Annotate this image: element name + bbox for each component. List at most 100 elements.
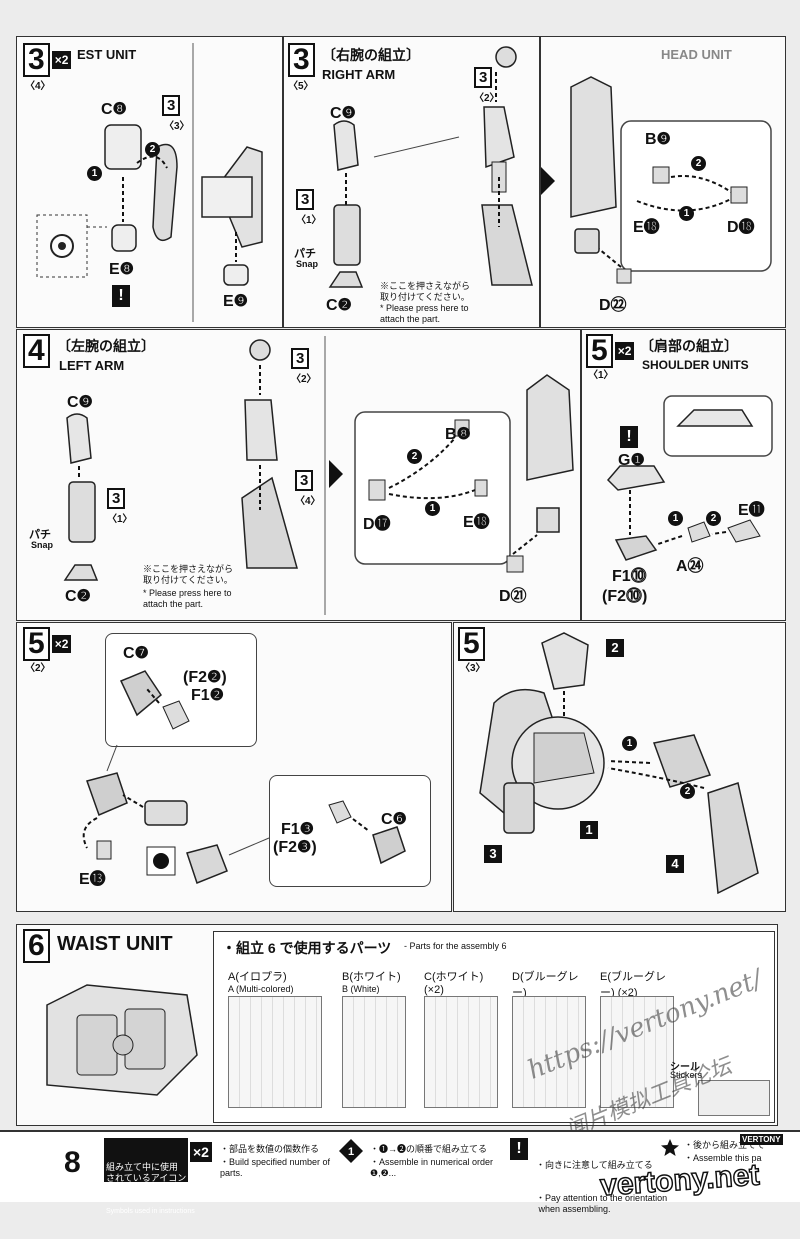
runner-sheet-name-en: B (White) <box>342 984 380 994</box>
parts-list-box: ・組立 6 で使用するパーツ - Parts for the assembly … <box>213 931 775 1123</box>
legend-text: ・部品を数値の個数作る ・Build specified number of p… <box>220 1142 340 1178</box>
runner-sheet: C(ホワイト) (×2)C (White) <box>424 968 504 1116</box>
runner-sheet-image <box>342 996 406 1108</box>
step-3-right-arm: 3 〈5〉 〔右腕の組立〕 RIGHT ARM C❾ 3 〈2〉 3 〈1〉 パ… <box>283 36 540 328</box>
substep-label: 〈3〉 <box>460 663 486 674</box>
order-arrow-2: 2 <box>691 155 706 173</box>
substep-label: 〈5〉 <box>288 81 314 92</box>
subpanel-illustration <box>82 670 406 884</box>
order-badge: 2 <box>691 156 706 172</box>
runner-sheet-name-jp: C(ホワイト) (×2) <box>424 971 484 996</box>
section-title-en: WAIST UNIT <box>57 933 173 955</box>
step-6-waist-unit: 6 WAIST UNIT ・組立 6 で使用するパーツ - Parts for … <box>16 924 778 1126</box>
part-label-g1: G❶ <box>618 452 645 469</box>
part-label-a24: A㉔ <box>676 558 704 575</box>
part-label-e11: E⓫ <box>738 502 765 519</box>
step-ref-sub: 〈1〉 <box>107 514 133 525</box>
part-callout-4: 4 <box>666 855 684 873</box>
press-note-en: * Please press here to attach the part. <box>143 588 232 609</box>
right-arm-assembly-illustration <box>541 76 772 284</box>
order-arrow-2: 2 <box>706 510 721 528</box>
part-label-c9: C❾ <box>330 105 356 122</box>
legend-text-jp: ・後から組み立てて <box>684 1140 766 1150</box>
step-ref-box: 3 <box>296 189 315 210</box>
step-ref-sub: 〈2〉 <box>291 374 317 385</box>
legend-text-en: ・Assemble in numerical order ❶,❷... <box>370 1157 494 1178</box>
snap-label-en: Snap <box>296 259 319 269</box>
step-number: 3 <box>288 43 315 77</box>
step-number: 5 <box>586 334 613 368</box>
part-label-d17: D⓱ <box>363 516 391 533</box>
order-arrow-2: 2 <box>407 448 422 466</box>
order-arrow-1: 1 <box>425 500 440 518</box>
part-callout-3: 3 <box>484 845 502 863</box>
legend-heading-jp: 組み立て中に使用 されているアイコン <box>106 1162 187 1183</box>
part-label-d18: D⓲ <box>727 219 755 236</box>
page-number: 8 <box>64 1146 81 1179</box>
step-5-shoulder-units: 5 ×2 〈1〉 〔肩部の組立〕 SHOULDER UNITS ! G❶ E⓫ … <box>581 329 786 621</box>
part-label-e18: E⓲ <box>633 219 660 236</box>
legend-item-attention: ! ・向きに注意して組み立てる ・Pay attention to the or… <box>510 1138 667 1214</box>
order-badge: 2 <box>145 142 160 158</box>
legend-text-en: ・Build specified number of parts. <box>220 1157 331 1178</box>
runner-sheet: B(ホワイト)B (White) <box>342 968 412 1116</box>
shoulder-illustration <box>606 395 773 561</box>
torso-assembly-illustration <box>479 632 759 895</box>
step-ref-box: 3 <box>291 348 310 369</box>
parts-list-title-en: - Parts for the assembly 6 <box>404 941 507 951</box>
runner-sheet-name-jp: A(イロプラ) <box>228 971 287 983</box>
part-label-c7: C❼ <box>123 645 149 662</box>
runner-sheet-image <box>512 996 586 1108</box>
background-title-en: HEAD UNIT <box>661 47 732 62</box>
order-arrow-1: 1 <box>87 165 102 183</box>
runner-sheet-image <box>424 996 498 1108</box>
press-note-en: * Please press here to attach the part. <box>380 303 469 324</box>
order-badge: 1 <box>668 511 683 527</box>
part-label-b9: B❾ <box>645 131 671 148</box>
step-ref-box: 3 <box>162 95 181 116</box>
sticker-sheet-image <box>698 1080 770 1116</box>
legend-item-multiply: ×2 ・部品を数値の個数作る ・Build specified number o… <box>190 1142 330 1178</box>
step-number-block: 3 ×2 <box>23 43 72 77</box>
substep-label: 〈1〉 <box>588 370 614 381</box>
left-arm-illustration <box>63 336 574 615</box>
step-number: 5 <box>23 627 50 661</box>
snap-label-en: Snap <box>31 540 54 550</box>
part-label-d21: D㉑ <box>499 588 527 605</box>
part-label-c2: C❷ <box>326 297 352 314</box>
runner-sheet: D(ブルーグレー)D (Blue gray) <box>512 968 592 1116</box>
part-label-c8: C❽ <box>101 101 127 118</box>
order-badge: 2 <box>407 449 422 465</box>
caution-icon: ! <box>510 1138 528 1160</box>
part-label-c6: C❻ <box>381 811 407 828</box>
step-4-left-arm: 4 〔左腕の組立〕 LEFT ARM C❾ 3 〈2〉 3 〈1〉 3 〈4〉 … <box>16 329 581 621</box>
part-label-e18: E⓲ <box>463 514 490 531</box>
step-number: 4 <box>23 334 50 368</box>
part-label-f1: F1⓾ <box>612 568 647 585</box>
multiply-icon: ×2 <box>190 1142 212 1162</box>
order-badge: 2 <box>706 511 721 527</box>
step-number: 3 <box>23 43 50 77</box>
svg-text:1: 1 <box>348 1146 354 1158</box>
section-title-en: EST UNIT <box>77 47 137 62</box>
section-title-jp: 〔右腕の組立〕 <box>322 47 420 63</box>
multiplier-badge: ×2 <box>51 635 72 653</box>
substep-label: 〈4〉 <box>25 81 51 92</box>
order-arrow-1: 1 <box>622 735 637 753</box>
runner-sheet: A(イロプラ)A (Multi-colored) <box>228 968 328 1116</box>
part-label-d22: D㉒ <box>599 297 627 314</box>
step-number: 6 <box>23 929 50 963</box>
part-label-f1: F1❷ <box>191 687 225 704</box>
star-icon <box>661 1139 679 1156</box>
section-title-en: LEFT ARM <box>59 358 125 373</box>
symbols-legend-footer: 8 組み立て中に使用 されているアイコン Symbols used in ins… <box>0 1130 800 1215</box>
legend-text-jp: ・部品を数値の個数作る <box>220 1144 320 1154</box>
legend-text: ・❶→❷の順番で組み立てる ・Assemble in numerical ord… <box>370 1142 510 1179</box>
part-label-f2-alt: (F2❷) <box>183 669 227 686</box>
legend-text: ・後から組み立てて ・Assemble this pa <box>684 1138 784 1164</box>
snap-label-jp: パチ <box>29 529 51 541</box>
runner-sheet-image <box>600 996 674 1108</box>
part-label-c9: C❾ <box>67 394 93 411</box>
order-badge: 1 <box>679 206 694 222</box>
part-label-f2: (F2⓾) <box>602 588 648 605</box>
